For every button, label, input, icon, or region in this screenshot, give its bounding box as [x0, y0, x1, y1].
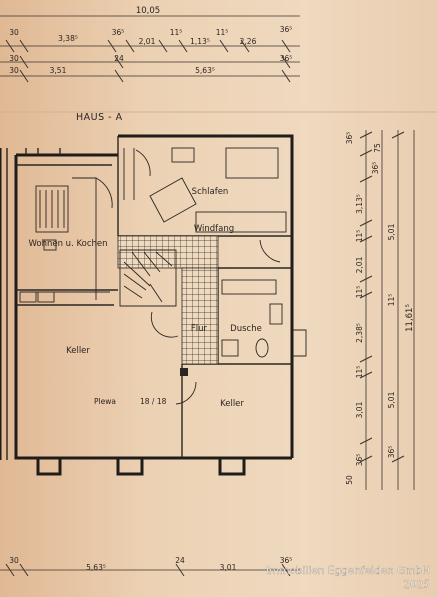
dim-label: 11⁵	[355, 230, 364, 243]
dim-label: 36⁵	[345, 132, 354, 145]
dim-label: 30	[9, 54, 19, 63]
room-keller-right: Keller	[220, 399, 244, 409]
watermark-year: 2025	[403, 579, 430, 591]
dim-label: 11⁵	[387, 294, 396, 307]
bottom-dimension-labels: 30 5,63⁵ 24 3,01 36⁵	[9, 556, 292, 572]
top-dimension-labels: 10,05 30 3,38⁵ 36⁵ 2,01 11⁵ 1,13⁵ 11⁵ 2,…	[9, 6, 292, 75]
dim-label: 11⁵	[170, 28, 183, 37]
dim-label: 3,13⁵	[355, 194, 364, 214]
furniture-bedroom	[123, 147, 287, 233]
dim-label: 3,01	[220, 563, 237, 572]
right-dimension-lines	[359, 130, 415, 490]
staircase	[119, 249, 177, 307]
dim-label: 75	[373, 143, 382, 153]
dim-total-width: 10,05	[136, 6, 160, 16]
dim-label: 36⁵	[371, 162, 380, 175]
dim-label: 24	[114, 54, 124, 63]
bottom-dimension-lines	[0, 563, 300, 577]
dim-label: 36⁵	[355, 454, 364, 467]
dim-label: 2,26	[240, 37, 257, 46]
dim-label: 2,38⁵	[355, 323, 364, 343]
room-windfang: Windfang	[194, 224, 234, 234]
dim-label: 3,38⁵	[58, 34, 78, 43]
dim-label: 11⁵	[355, 286, 364, 299]
watermark-company: Immobilien Eggenfelden GmbH	[266, 565, 430, 577]
dim-label: 36⁵	[387, 446, 396, 459]
dim-label: 36⁵	[280, 556, 293, 565]
room-dusche: Dusche	[230, 324, 262, 334]
dim-label: 3,51	[50, 66, 67, 75]
chimney	[180, 368, 188, 376]
room-labels: Schlafen Windfang Wohnen u. Kochen Flur …	[28, 187, 261, 409]
dim-label: 36⁵	[280, 25, 293, 34]
dim-label: 5,01	[387, 223, 396, 240]
dim-label: 2,01	[139, 37, 156, 46]
dim-label: 24	[175, 556, 185, 565]
dim-label: 50	[345, 475, 354, 485]
room-flur: Flur	[191, 324, 208, 334]
dim-label: 5,63⁵	[86, 563, 106, 572]
room-keller-left: Keller	[66, 346, 90, 356]
dim-label: 30	[9, 28, 19, 37]
right-dimension-labels: 36⁵ 75 36⁵ 3,13⁵ 11⁵ 2,01 11⁵ 2,38⁵ 11⁵ …	[345, 132, 415, 485]
dim-label: 5,01	[387, 391, 396, 408]
dim-total-height: 11,61⁵	[405, 304, 415, 332]
dim-label: 36⁵	[112, 28, 125, 37]
room-schlafen: Schlafen	[192, 187, 229, 197]
top-dimension-lines	[0, 15, 300, 83]
dim-label: 30	[9, 66, 19, 75]
plan-title: HAUS - A	[76, 112, 123, 123]
label-plewa: Plewa	[94, 397, 116, 406]
dim-label: 30	[9, 556, 19, 565]
dim-label: 36⁵	[280, 54, 293, 63]
label-plewa-value: 18 / 18	[140, 397, 167, 406]
room-wohnen: Wohnen u. Kochen	[28, 239, 107, 249]
dim-label: 1,13⁵	[190, 37, 210, 46]
doors	[95, 149, 281, 405]
dim-label: 11⁵	[216, 28, 229, 37]
dim-label: 5,63⁵	[195, 66, 215, 75]
dim-label: 11⁵	[355, 366, 364, 379]
dim-label: 3,01	[355, 401, 364, 418]
furniture-bathroom	[221, 279, 307, 358]
dim-label: 2,01	[355, 256, 364, 273]
